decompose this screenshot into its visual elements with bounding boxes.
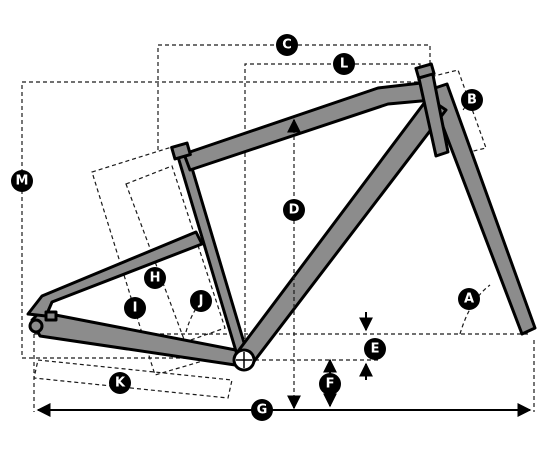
marker-e-circle <box>364 338 386 360</box>
marker-e-label: E <box>371 342 380 357</box>
marker-h: H <box>144 267 166 289</box>
marker-k: K <box>109 372 131 394</box>
marker-l-label: L <box>340 57 348 72</box>
guide-k <box>33 359 233 399</box>
marker-i-circle <box>124 297 146 319</box>
marker-f: F <box>319 373 341 395</box>
marker-k-circle <box>109 372 131 394</box>
marker-d-circle <box>283 199 305 221</box>
guide-l <box>244 63 421 360</box>
guide-h <box>125 165 226 343</box>
marker-j-circle <box>190 290 212 312</box>
marker-m: M <box>11 170 33 192</box>
marker-d: D <box>283 199 305 221</box>
dropout-tab <box>44 310 58 322</box>
marker-j: J <box>190 290 212 312</box>
marker-c-circle <box>276 34 298 56</box>
marker-i: I <box>124 297 146 319</box>
marker-b-label: B <box>467 93 477 108</box>
marker-f-circle <box>319 373 341 395</box>
marker-g-label: G <box>257 403 268 418</box>
marker-e: E <box>364 338 386 360</box>
marker-h-label: H <box>150 271 161 286</box>
marker-a-label: A <box>464 292 474 307</box>
marker-badges: A B C D E F G H <box>11 34 483 421</box>
bike-frame <box>26 62 537 372</box>
marker-k-label: K <box>115 376 126 391</box>
seat-tube <box>174 146 250 360</box>
fork <box>427 82 537 336</box>
dashed-guides <box>21 44 535 412</box>
marker-f-label: F <box>326 377 335 392</box>
guide-m <box>21 81 418 359</box>
marker-l-circle <box>333 53 355 75</box>
headset-cap <box>414 62 436 80</box>
marker-c: C <box>276 34 298 56</box>
marker-d-label: D <box>289 203 300 218</box>
marker-a: A <box>458 288 480 310</box>
marker-l: L <box>333 53 355 75</box>
marker-i-label: I <box>133 301 138 316</box>
marker-b-circle <box>461 89 483 111</box>
seat-clamp <box>170 141 192 161</box>
marker-j-label: J <box>198 294 204 309</box>
rear-dropout <box>28 318 44 334</box>
marker-h-circle <box>144 267 166 289</box>
marker-g: G <box>251 399 273 421</box>
marker-g-circle <box>251 399 273 421</box>
marker-a-circle <box>458 288 480 310</box>
marker-m-label: M <box>16 174 29 189</box>
marker-b: B <box>461 89 483 111</box>
marker-c-label: C <box>282 38 292 53</box>
marker-m-circle <box>11 170 33 192</box>
